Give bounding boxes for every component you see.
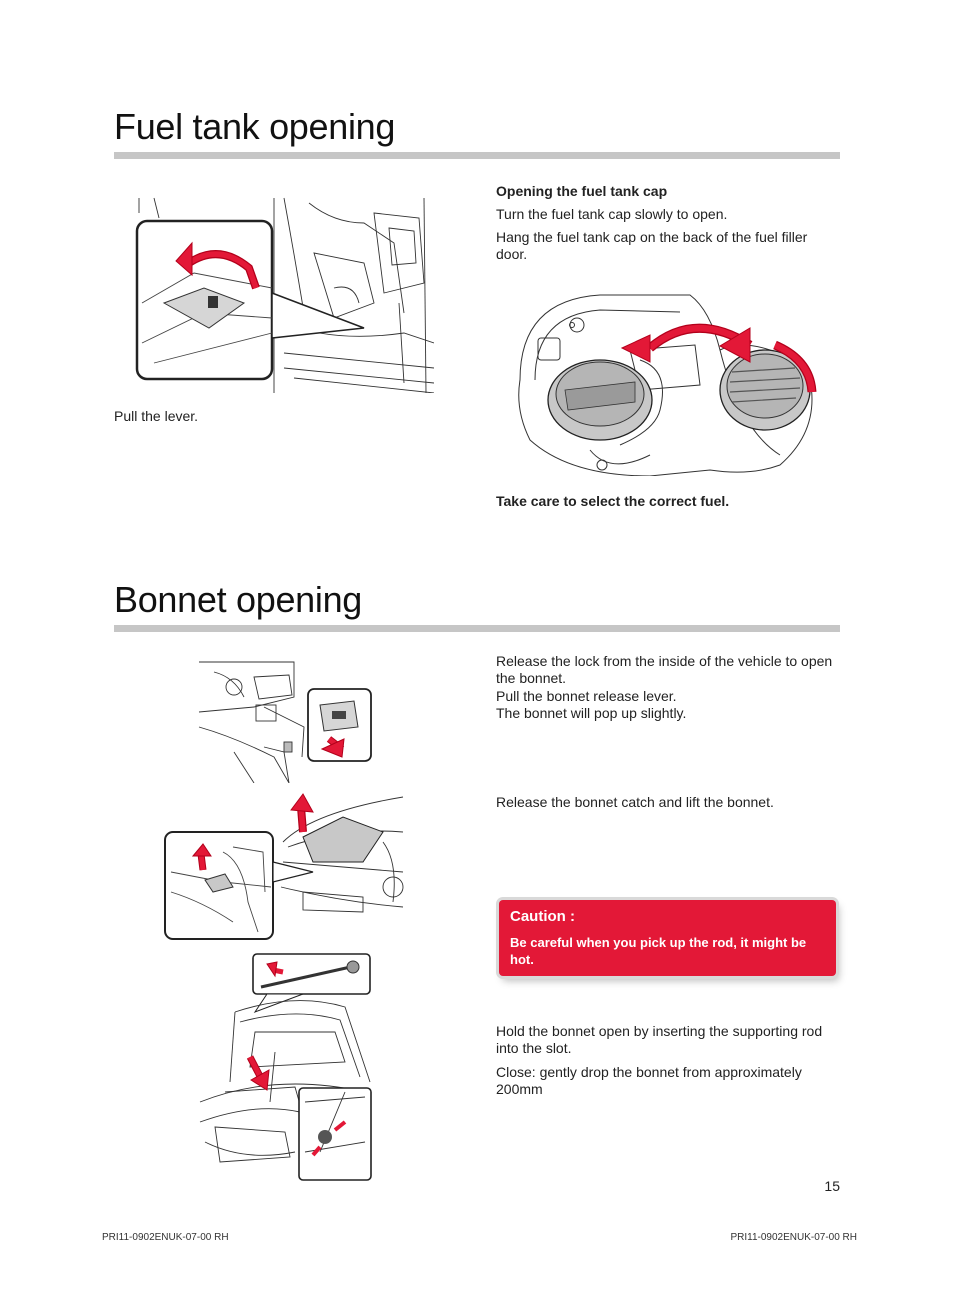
bonnet-step1-line3: The bonnet will pop up slightly. — [496, 705, 687, 721]
bonnet-support-rod-illustration — [195, 952, 373, 1182]
bonnet-step3-line1: Hold the bonnet open by inserting the su… — [496, 1023, 823, 1056]
bonnet-section-rule — [114, 625, 840, 632]
bonnet-step3-line2: Close: gently drop the bonnet from appro… — [496, 1064, 802, 1097]
fuel-cap-instruction-2: Hang the fuel tank cap on the back of th… — [496, 229, 808, 262]
fuel-cap-instruction-1: Turn the fuel tank cap slowly to open. — [496, 206, 728, 222]
bonnet-step1-line2: Pull the bonnet release lever. — [496, 688, 677, 704]
bonnet-step1-line1: Release the lock from the inside of the … — [496, 653, 833, 686]
footer-left-code: PRI11-0902ENUK-07-00 RH — [102, 1232, 229, 1243]
bonnet-catch-illustration — [163, 792, 407, 942]
fuel-warning: Take care to select the correct fuel. — [496, 493, 730, 509]
fuel-section-title: Fuel tank opening — [114, 106, 396, 147]
fuel-lever-caption: Pull the lever. — [114, 408, 199, 424]
caution-text: Be careful when you pick up the rod, it … — [510, 935, 807, 967]
fuel-cap-heading: Opening the fuel tank cap — [496, 183, 668, 199]
bonnet-release-lever-illustration — [194, 657, 374, 783]
fuel-lever-illustration — [134, 193, 434, 393]
fuel-section-rule — [114, 152, 840, 159]
caution-title: Caution : — [510, 908, 575, 925]
caution-box: Caution : Be careful when you pick up th… — [499, 900, 836, 976]
page-number: 15 — [824, 1178, 840, 1194]
bonnet-section-title: Bonnet opening — [114, 579, 363, 620]
footer-right-code: PRI11-0902ENUK-07-00 RH — [730, 1232, 857, 1243]
fuel-cap-illustration — [510, 290, 824, 476]
bonnet-step2: Release the bonnet catch and lift the bo… — [496, 794, 774, 810]
